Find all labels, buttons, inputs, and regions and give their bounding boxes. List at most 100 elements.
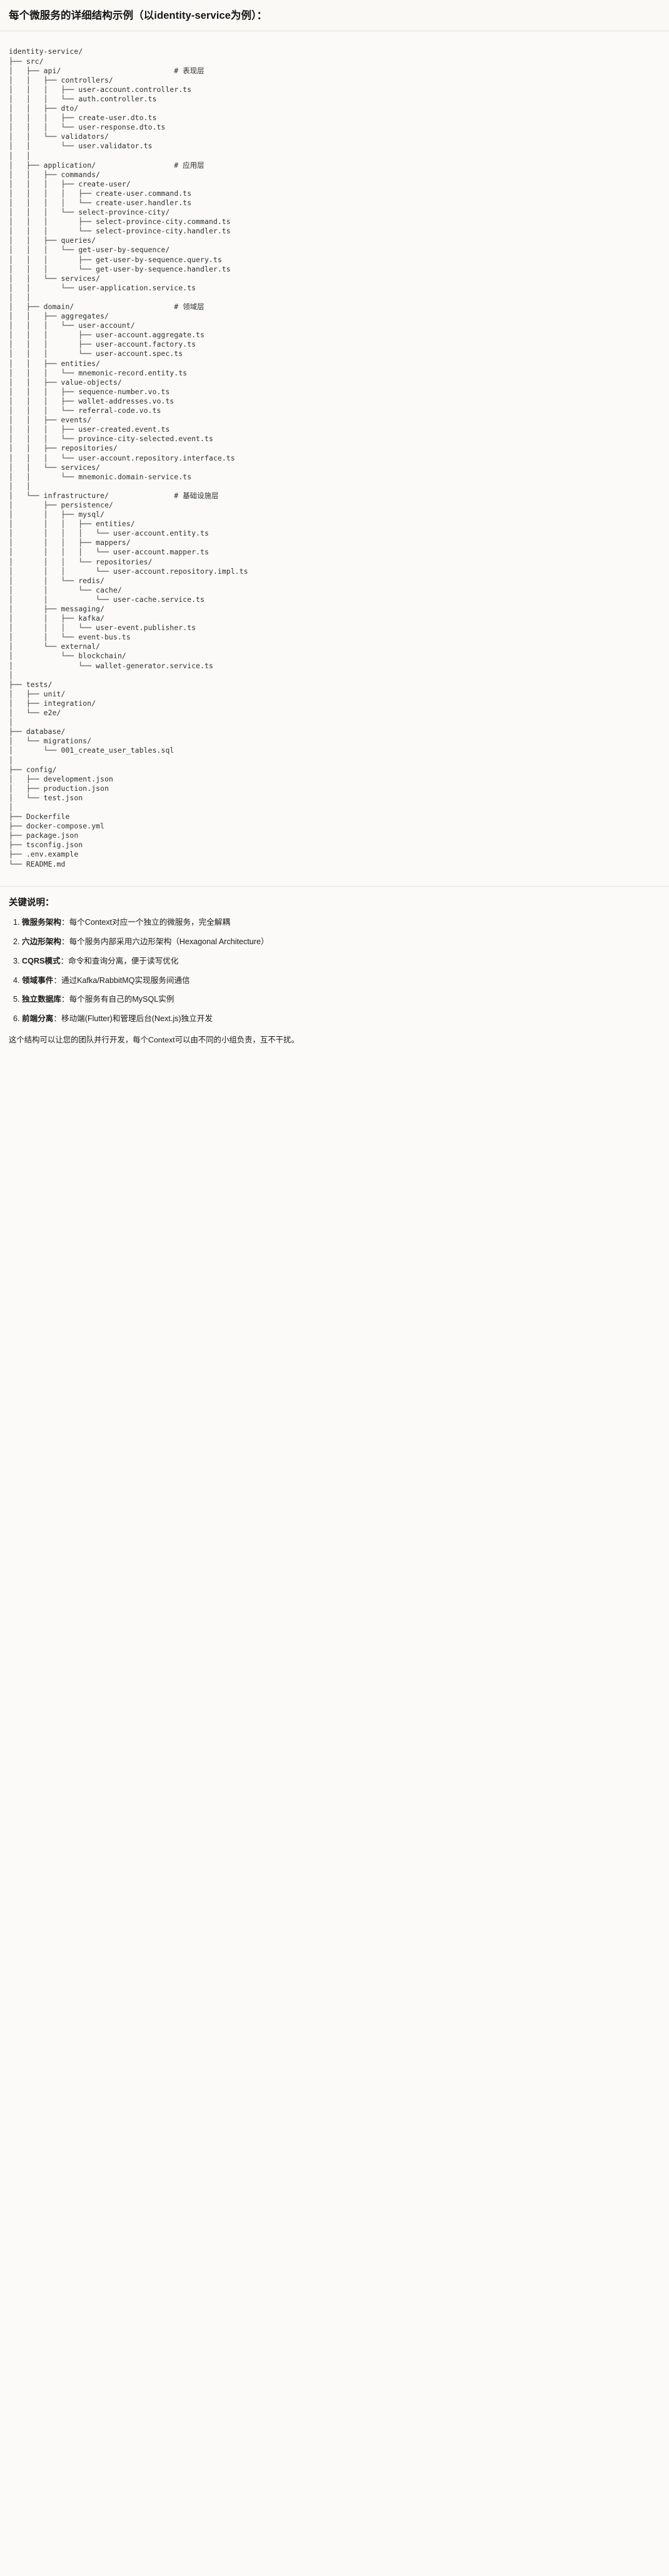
key-points-title: 关键说明： bbox=[9, 898, 54, 909]
key-point-item: 领域事件：通过Kafka/RabbitMQ实现服务间通信 bbox=[22, 975, 660, 986]
tree-line: │ │ └── services/ bbox=[9, 462, 101, 472]
tree-line: │ │ └── validators/ bbox=[9, 132, 109, 141]
key-point-term: 六边形架构 bbox=[22, 937, 61, 947]
tree-line: │ │ └── mnemonic.domain-service.ts bbox=[9, 472, 192, 481]
tree-line: │ │ │ ├── get-user-by-sequence.query.ts bbox=[9, 255, 222, 264]
key-point-separator: ： bbox=[53, 975, 61, 985]
tree-line: │ │ │ └── user-account.repository.interf… bbox=[9, 453, 235, 462]
tree-line: │ │ │ ├── user-account.factory.ts bbox=[9, 340, 196, 349]
tree-line: │ │ │ ├── mappers/ bbox=[9, 538, 131, 547]
tree-line: ├── package.json bbox=[9, 831, 79, 840]
tree-line: │ │ ├── dto/ bbox=[9, 104, 79, 113]
key-point-description: 通过Kafka/RabbitMQ实现服务间通信 bbox=[61, 975, 190, 985]
tree-line: │ └── infrastructure/ # 基础设施层 bbox=[9, 491, 219, 500]
tree-line: ├── .env.example bbox=[9, 850, 79, 859]
tree-line: ├── database/ bbox=[9, 727, 66, 736]
tree-line: │ │ bbox=[9, 292, 31, 302]
key-point-description: 每个服务内部采用六边形架构（Hexagonal Architecture） bbox=[69, 937, 269, 947]
key-point-separator: ： bbox=[53, 1014, 61, 1024]
key-points-list: 微服务架构：每个Context对应一个独立的微服务，完全解耦六边形架构：每个服务… bbox=[9, 917, 660, 1024]
tree-line: │ └── 001_create_user_tables.sql bbox=[9, 746, 174, 755]
tree-line: │ │ │ └── select-province-city/ bbox=[9, 208, 170, 217]
tree-line: │ │ │ └── repositories/ bbox=[9, 557, 153, 566]
key-point-item: 微服务架构：每个Context对应一个独立的微服务，完全解耦 bbox=[22, 917, 660, 928]
tree-line: │ │ │ ├── sequence-number.vo.ts bbox=[9, 387, 170, 396]
directory-tree-block: identity-service/ ├── src/ │ ├── api/ # … bbox=[0, 31, 669, 887]
tree-line: │ │ │ └── select-province-city.handler.t… bbox=[9, 227, 231, 236]
tree-line: identity-service/ bbox=[9, 47, 83, 56]
tree-line: │ │ │ └── user-response.dto.ts bbox=[9, 123, 166, 132]
tree-line: ├── config/ bbox=[9, 765, 57, 774]
key-point-description: 命令和查询分离，便于读写优化 bbox=[68, 956, 179, 965]
tree-line: │ └── migrations/ bbox=[9, 736, 92, 746]
key-point-term: 领域事件 bbox=[22, 975, 54, 985]
tree-line: │ │ │ └── get-user-by-sequence/ bbox=[9, 245, 170, 255]
tree-line: │ │ ├── value-objects/ bbox=[9, 377, 122, 387]
closing-paragraph: 这个结构可以让您的团队并行开发，每个Context可以由不同的小组负责，互不干扰… bbox=[9, 1036, 299, 1045]
tree-line: │ └── e2e/ bbox=[9, 708, 61, 718]
tree-line: │ │ ├── repositories/ bbox=[9, 444, 118, 453]
tree-line: │ ├── application/ # 应用层 bbox=[9, 160, 204, 170]
tree-line: │ │ └── cache/ bbox=[9, 585, 122, 594]
tree-line: │ │ ├── queries/ bbox=[9, 236, 96, 245]
tree-line: │ │ │ ├── create-user.dto.ts bbox=[9, 113, 157, 123]
tree-line: │ │ │ ├── user-created.event.ts bbox=[9, 425, 170, 434]
key-points-block: 关键说明： 微服务架构：每个Context对应一个独立的微服务，完全解耦六边形架… bbox=[0, 887, 669, 1055]
tree-line: │ │ ├── aggregates/ bbox=[9, 312, 109, 321]
tree-line: │ │ │ └── referral-code.vo.ts bbox=[9, 406, 161, 415]
key-point-separator: ： bbox=[61, 918, 69, 927]
tree-line: │ │ │ └── mnemonic-record.entity.ts bbox=[9, 368, 188, 377]
tree-line: │ └── wallet-generator.service.ts bbox=[9, 661, 214, 670]
tree-line: │ bbox=[9, 802, 13, 812]
key-point-term: 独立数据库 bbox=[22, 995, 61, 1004]
tree-line: │ │ │ └── province-city-selected.event.t… bbox=[9, 434, 214, 444]
tree-line: │ │ └── user.validator.ts bbox=[9, 141, 153, 151]
tree-line: │ bbox=[9, 718, 13, 727]
key-point-description: 每个Context对应一个独立的微服务，完全解耦 bbox=[69, 918, 231, 927]
key-point-description: 每个服务有自己的MySQL实例 bbox=[69, 995, 174, 1004]
tree-line: │ │ ├── mysql/ bbox=[9, 510, 105, 519]
tree-line: │ │ ├── events/ bbox=[9, 415, 92, 425]
tree-line: │ ├── domain/ # 领域层 bbox=[9, 302, 204, 312]
tree-line: │ │ │ │ ├── create-user.command.ts bbox=[9, 188, 192, 198]
tree-line: │ │ │ ├── select-province-city.command.t… bbox=[9, 217, 231, 227]
tree-line: │ ├── api/ # 表现层 bbox=[9, 66, 204, 75]
directory-tree: identity-service/ ├── src/ │ ├── api/ # … bbox=[9, 47, 660, 868]
tree-line: ├── src/ bbox=[9, 56, 44, 66]
key-point-item: 六边形架构：每个服务内部采用六边形架构（Hexagonal Architectu… bbox=[22, 936, 660, 947]
tree-line: │ │ │ │ └── create-user.handler.ts bbox=[9, 198, 192, 207]
key-point-item: 独立数据库：每个服务有自己的MySQL实例 bbox=[22, 994, 660, 1005]
tree-line: │ │ └── event-bus.ts bbox=[9, 633, 131, 642]
key-point-separator: ： bbox=[61, 995, 69, 1004]
tree-line: │ │ └── user-cache.service.ts bbox=[9, 594, 205, 604]
tree-line: │ bbox=[9, 755, 13, 765]
key-point-item: 前端分离：移动端(Flutter)和管理后台(Next.js)独立开发 bbox=[22, 1013, 660, 1024]
tree-line: │ │ │ ├── user-account.controller.ts bbox=[9, 84, 192, 94]
key-point-term: CQRS模式 bbox=[22, 956, 61, 965]
tree-line: │ │ │ └── user-account/ bbox=[9, 321, 135, 330]
tree-line: │ bbox=[9, 670, 13, 680]
tree-line: │ │ └── user-application.service.ts bbox=[9, 283, 196, 292]
tree-line: ├── docker-compose.yml bbox=[9, 822, 105, 831]
tree-line: │ ├── persistence/ bbox=[9, 500, 113, 509]
key-point-separator: ： bbox=[60, 956, 69, 965]
tree-line: │ │ ├── kafka/ bbox=[9, 614, 105, 623]
key-point-item: CQRS模式：命令和查询分离，便于读写优化 bbox=[22, 955, 660, 967]
tree-line: │ │ │ └── user-account.spec.ts bbox=[9, 349, 183, 359]
tree-line: │ ├── unit/ bbox=[9, 689, 66, 698]
page-root: 每个微服务的详细结构示例（以identity-service为例）： ident… bbox=[0, 0, 669, 1055]
page-title: 每个微服务的详细结构示例（以identity-service为例）： bbox=[9, 10, 268, 21]
tree-line: │ └── external/ bbox=[9, 642, 101, 651]
tree-line: │ ├── development.json bbox=[9, 774, 113, 783]
tree-line: ├── tests/ bbox=[9, 680, 53, 689]
key-point-term: 前端分离 bbox=[22, 1014, 54, 1024]
tree-line: │ └── blockchain/ bbox=[9, 651, 126, 661]
tree-line: └── README.md bbox=[9, 859, 66, 868]
tree-line: │ │ │ ├── user-account.aggregate.ts bbox=[9, 330, 205, 340]
tree-line: ├── tsconfig.json bbox=[9, 840, 83, 850]
tree-line: │ │ │ └── get-user-by-sequence.handler.t… bbox=[9, 264, 231, 273]
tree-line: │ └── test.json bbox=[9, 793, 83, 802]
tree-line: │ │ ├── commands/ bbox=[9, 170, 101, 179]
tree-line: │ │ │ └── auth.controller.ts bbox=[9, 94, 157, 103]
tree-line: │ ├── production.json bbox=[9, 783, 109, 793]
